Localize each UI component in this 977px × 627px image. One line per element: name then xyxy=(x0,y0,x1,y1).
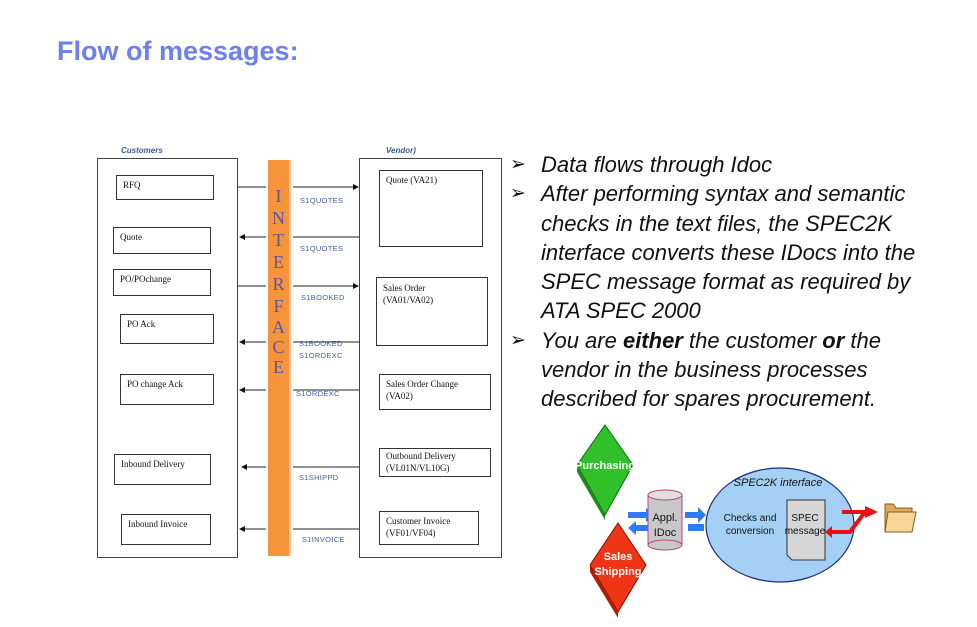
vendor-label: Vendor) xyxy=(386,146,416,155)
interface-letter: N xyxy=(272,208,285,228)
bullet-item: ➢ Data flows through Idoc xyxy=(510,150,970,179)
vendor-panel xyxy=(359,158,502,558)
message-label: S1BOOKED xyxy=(301,293,345,302)
bullet-line: interface converts these IDocs into the xyxy=(541,239,916,265)
message-label: S1ORDEXC xyxy=(296,389,340,398)
interface-title: SPEC2K interface xyxy=(734,477,823,489)
vendor-box-line: Customer Invoice xyxy=(386,516,451,526)
message-label: S1QUOTES xyxy=(300,196,344,205)
text: the xyxy=(844,327,881,353)
bullet-line: vendor in the business processes xyxy=(541,357,868,383)
customer-box-po-ack: PO Ack xyxy=(120,314,214,344)
red-zigzag-arrow xyxy=(832,510,869,534)
vendor-box-line: Quote (VA21) xyxy=(386,175,438,185)
vendor-box-customer-invoice: Customer Invoice (VF01/VF04) xyxy=(379,511,479,545)
arrow-bullet-icon: ➢ xyxy=(510,154,526,175)
interface-letter: C xyxy=(272,337,285,357)
sales-shipping-diamond: Sales Shipping xyxy=(589,522,647,618)
conversion-label: conversion xyxy=(726,526,774,537)
customer-box-inbound-invoice: Inbound Invoice xyxy=(121,514,211,545)
vendor-box-sales-order-change: Sales Order Change (VA02) xyxy=(379,374,491,410)
spec-label: SPEC xyxy=(791,513,818,524)
bullet-line: You are either the customer or the xyxy=(541,326,970,355)
message-label: S1QUOTES xyxy=(300,244,344,253)
purchasing-label: Purchasing xyxy=(575,460,635,472)
red-arrowhead-right xyxy=(865,506,878,518)
vendor-box-outbound-delivery: Outbound Delivery (VL01N/VL10G) xyxy=(379,448,491,477)
customers-label: Customers xyxy=(121,146,163,155)
vendor-box-line: (VF01/VF04) xyxy=(386,528,436,538)
bullet-line: ATA SPEC 2000 xyxy=(541,298,701,324)
bullet-item: ➢ You are either the customer or the ven… xyxy=(510,326,970,414)
customers-panel xyxy=(97,158,238,558)
text: the customer xyxy=(682,327,823,353)
bullet-line: After performing syntax and semantic xyxy=(541,181,906,207)
interface-letter: F xyxy=(273,296,284,316)
appl-label: Appl. xyxy=(652,512,677,524)
interface-letter: R xyxy=(272,274,285,294)
vendor-box-line: (VA02) xyxy=(386,391,413,401)
spec2k-interface-ellipse: SPEC2K interface Checks and conversion S… xyxy=(705,467,855,583)
vendor-box-line: Outbound Delivery xyxy=(386,451,456,461)
message-label: S1BOOKED xyxy=(299,339,343,348)
bullet-line: SPEC message format as required by xyxy=(541,269,911,295)
message-label: S1INVOICE xyxy=(302,535,345,544)
customer-box-inbound-delivery: Inbound Delivery xyxy=(114,454,211,485)
shipping-label: Shipping xyxy=(594,566,641,578)
text: You are xyxy=(541,327,623,353)
emphasis: either xyxy=(622,327,683,353)
vendor-box-line: Sales Order xyxy=(383,283,426,293)
vendor-box-sales-order: Sales Order (VA01/VA02) xyxy=(376,277,488,346)
customer-box-quote: Quote xyxy=(113,227,211,254)
customer-box-po: PO/POchange xyxy=(113,269,211,296)
slide-title: Flow of messages: xyxy=(57,36,299,66)
interface-letter: E xyxy=(273,357,284,377)
vendor-box-line: (VL01N/VL10G) xyxy=(386,463,450,473)
arrow-bullet-icon: ➢ xyxy=(510,183,526,205)
message-label: S1ORDEXC xyxy=(299,351,343,360)
message-label: S1SHIPPD xyxy=(299,473,339,482)
bullet-list: ➢ Data flows through Idoc ➢ After perform… xyxy=(510,150,970,414)
vendor-box-line: Sales Order Change xyxy=(386,379,458,389)
blue-arrow-left xyxy=(628,521,654,535)
bullet-line: Data flows through Idoc xyxy=(541,152,773,177)
interface-letter: A xyxy=(272,317,285,337)
checks-label: Checks and xyxy=(724,513,777,524)
spec2k-graphic: Purchasing Sales Shipping Appl. IDoc SPE… xyxy=(575,424,917,618)
idoc-label: IDoc xyxy=(654,527,677,539)
vendor-box-line: (VA01/VA02) xyxy=(383,295,434,305)
spec-message-document-icon xyxy=(786,499,826,561)
emphasis: or xyxy=(822,327,845,353)
interface-letter: I xyxy=(275,186,282,206)
bullet-line: described for spares procurement. xyxy=(541,386,877,412)
bullet-line: checks in the text files, the SPEC2K xyxy=(541,210,892,236)
vendor-box-quote: Quote (VA21) xyxy=(379,170,483,247)
appl-idoc-cylinder: Appl. IDoc xyxy=(647,489,683,551)
customer-box-rfq: RFQ xyxy=(116,175,214,200)
blue-arrow-right xyxy=(685,507,706,523)
interface-letter: T xyxy=(273,230,284,250)
red-arrowhead-left xyxy=(825,526,832,538)
folder-icon xyxy=(884,503,917,533)
message-label: message xyxy=(785,526,826,537)
sales-label: Sales xyxy=(604,551,633,563)
purchasing-diamond: Purchasing xyxy=(575,424,635,520)
interface-bar: I N T E R F A C E xyxy=(268,160,291,556)
customer-box-po-change-ack: PO change Ack xyxy=(120,374,214,405)
bullet-item: ➢ After performing syntax and semantic c… xyxy=(510,179,970,325)
interface-letter: E xyxy=(273,252,284,272)
arrow-bullet-icon: ➢ xyxy=(510,329,526,351)
blue-bar xyxy=(688,524,704,531)
